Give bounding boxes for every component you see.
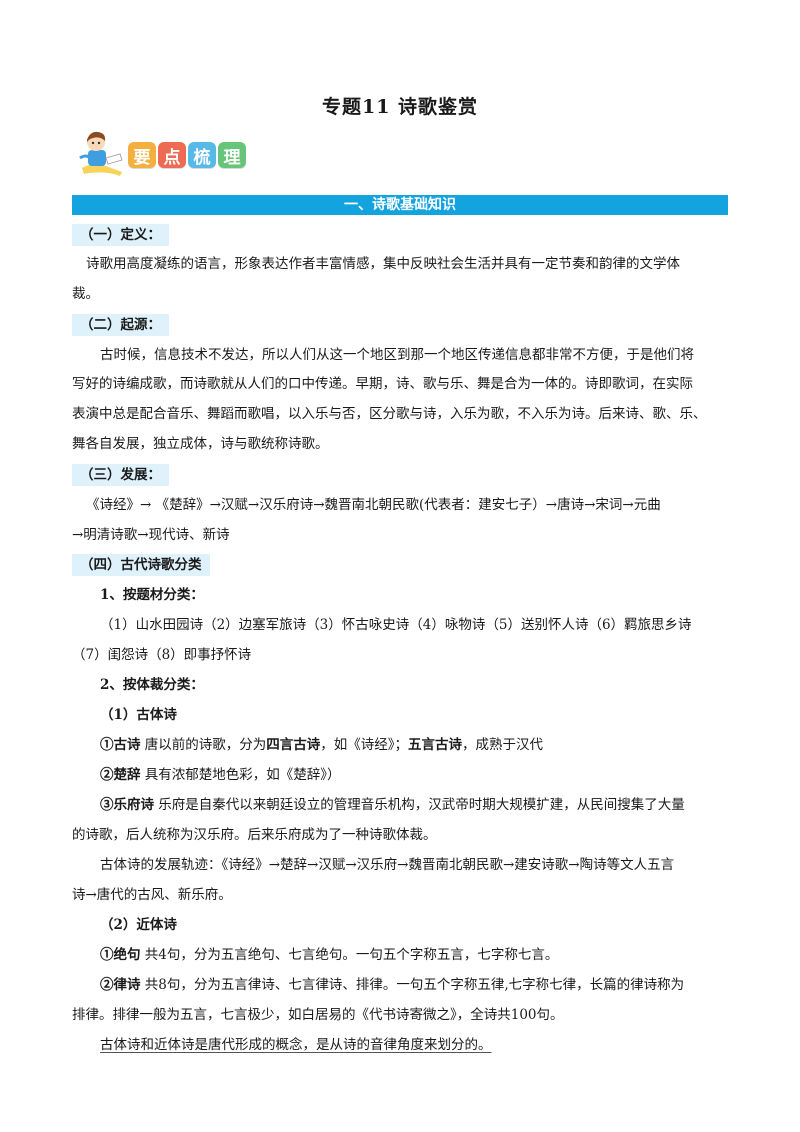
section-heading: （一）定义： [72,224,169,246]
paragraph-line: 古体诗的发展轨迹：《诗经》→楚辞→汉赋→汉乐府→魏晋南北朝民歌→建安诗歌→陶诗等… [100,857,675,873]
term-label: ①绝句 [100,947,141,963]
key-points-badge: 要 点 梳 理 [76,128,266,180]
text-run: ，如《诗经》； [320,737,409,753]
paragraph-line: 裁。 [72,286,99,302]
paragraph-line: 排律。排律一般为五言，七言极少，如白居易的《代书诗寄微之》，全诗共100句。 [72,1007,564,1023]
badge-tile: 点 [158,142,186,168]
paragraph-line: →明清诗歌→现代诗、新诗 [72,527,230,543]
subheading: 2、按体裁分类： [100,677,204,693]
paragraph-line: （7）闺怨诗（8）即事抒怀诗 [72,647,252,663]
paragraph-line: 表演中总是配合音乐、舞蹈而歌唱，以入乐与否，区分歌与诗，入乐为歌，不入乐为诗。后… [72,406,707,422]
badge-tiles: 要 点 梳 理 [128,142,246,168]
section-heading: （四）古代诗歌分类 [72,554,210,576]
text-run: 共8句，分为五言律诗、七言律诗、排律。一句五个字称五律,七字称七律，长篇的律诗称… [140,977,685,993]
subheading: 1、按题材分类： [100,587,204,603]
section-heading: （三）发展： [72,464,169,486]
note-line: 古体诗和近体诗是唐代形成的概念，是从诗的音律角度来划分的。 [100,1034,756,1056]
paragraph-line: ②楚辞 具有浓郁楚地色彩，如《楚辞》） [100,764,756,786]
text-run: 具有浓郁楚地色彩，如《楚辞》） [140,767,341,783]
paragraph-line: ②律诗 共8句，分为五言律诗、七言律诗、排律。一句五个字称五律,七字称七律，长篇… [100,974,756,996]
paragraph-line: 舞各自发展，独立成体，诗与歌统称诗歌。 [72,436,329,452]
section-heading: （二）起源： [72,314,169,336]
paragraph-line: 诗→唐代的古风、新乐府。 [72,887,232,903]
paragraph-line: 诗歌用高度凝练的语言，形象表达作者丰富情感，集中反映社会生活并具有一定节奏和韵律… [86,256,680,272]
text-run: ，成熟于汉代 [462,737,544,753]
paragraph-line: （1）山水田园诗（2）边塞军旅诗（3）怀古咏史诗（4）咏物诗（5）送别怀人诗（6… [100,617,692,633]
badge-tile: 梳 [188,142,216,168]
paragraph-line: ③乐府诗 乐府是自秦代以来朝廷设立的管理音乐机构，汉武帝时期大规模扩建，从民间搜… [100,794,756,816]
paragraph-line: 《诗经》→ 《楚辞》→汉赋→汉乐府诗→魏晋南北朝民歌(代表者：建安七子）→唐诗→… [86,497,661,513]
term-label: ②律诗 [100,977,141,993]
term-label: ③乐府诗 [100,797,154,813]
paragraph-line: ①绝句 共4句，分为五言绝句、七言绝句。一句五个字称五言，七字称七言。 [100,944,756,966]
text-run: 乐府是自秦代以来朝廷设立的管理音乐机构，汉武帝时期大规模扩建，从民间搜集了大量 [154,797,685,813]
student-reading-icon [79,131,123,176]
text-run: 共4句，分为五言绝句、七言绝句。一句五个字称五言，七字称七言。 [140,947,559,963]
badge-tile: 要 [128,142,156,168]
subheading: （2）近体诗 [100,917,177,933]
underlined-note: 古体诗和近体诗是唐代形成的概念，是从诗的音律角度来划分的。 [100,1037,492,1053]
text-run: 唐以前的诗歌，分为 [140,737,267,753]
paragraph-line: 写好的诗编成歌，而诗歌就从人们的口中传递。早期，诗、歌与乐、舞是合为一体的。诗即… [72,376,693,392]
term-label: ②楚辞 [100,767,141,783]
badge-tile: 理 [218,142,246,168]
paragraph-line: 古时候，信息技术不发达，所以人们从这一个地区到那一个地区传递信息都非常不方便，于… [100,347,694,363]
subheading: （1）古体诗 [100,707,177,723]
paragraph-line: 的诗歌，后人统称为汉乐府。后来乐府成为了一种诗歌体裁。 [72,827,437,843]
term-label: ①古诗 [100,737,141,753]
section-banner: 一、诗歌基础知识 [72,195,728,215]
term-label: 四言古诗 [266,737,321,753]
term-label: 五言古诗 [408,737,463,753]
page-title: 专题11 诗歌鉴赏 [321,96,479,118]
paragraph-line: ①古诗 唐以前的诗歌，分为四言古诗，如《诗经》；五言古诗，成熟于汉代 [100,734,756,756]
